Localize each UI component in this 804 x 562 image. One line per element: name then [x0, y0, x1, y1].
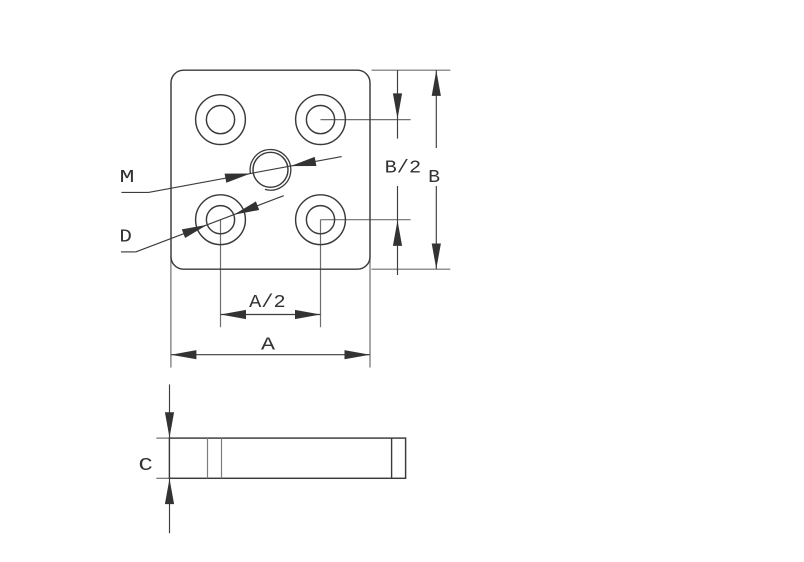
svg-text:B/2: B/2 [385, 158, 422, 179]
svg-text:M: M [120, 167, 135, 188]
svg-text:B: B [428, 167, 440, 188]
svg-text:A/2: A/2 [249, 292, 286, 313]
svg-text:A: A [261, 334, 276, 355]
svg-text:D: D [119, 227, 132, 248]
svg-text:C: C [139, 455, 153, 476]
